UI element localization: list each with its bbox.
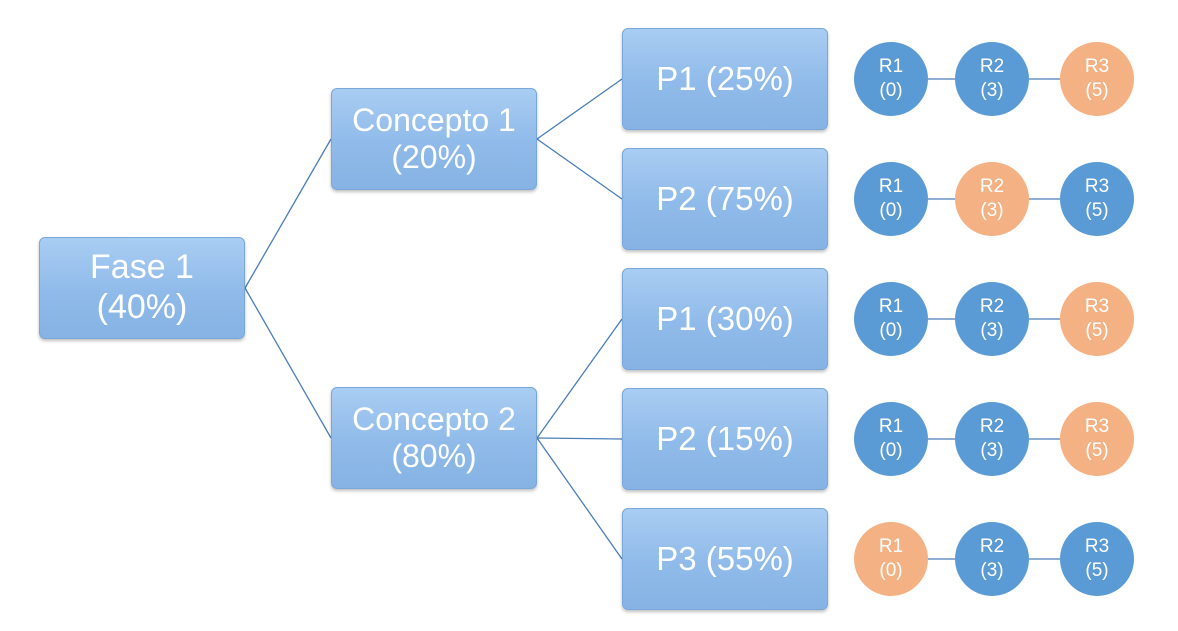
result-value: (3) [980, 560, 1004, 581]
phase-name: Fase 1 [90, 248, 194, 287]
concept-weight: (20%) [391, 139, 477, 175]
result-node-r1: R1(0) [854, 42, 928, 116]
concept-name: Concepto 1 [352, 101, 516, 138]
result-label: R2 [979, 56, 1005, 78]
result-value: (0) [879, 200, 903, 221]
concept-name: Concepto 2 [352, 400, 516, 437]
connector-concept2-p1 [536, 318, 623, 439]
result-node-r3: R3(5) [1060, 522, 1134, 596]
result-label: R3 [1084, 56, 1110, 78]
result-label: R3 [1084, 536, 1110, 558]
param-box-c1-p1: P1 (25%) [622, 28, 828, 130]
result-node-r3: R3(5) [1060, 162, 1134, 236]
connector-concept2-p3 [536, 437, 623, 560]
result-node-r1: R1(0) [854, 282, 928, 356]
result-value: (3) [980, 440, 1004, 461]
param-box-c1-p2: P2 (75%) [622, 148, 828, 250]
result-label: R1 [878, 296, 904, 318]
result-node-r3: R3(5) [1060, 282, 1134, 356]
result-value: (5) [1085, 200, 1109, 221]
param-label: P3 (55%) [656, 539, 794, 577]
result-value: (3) [980, 80, 1004, 101]
result-label: R2 [979, 296, 1005, 318]
param-box-c2-p3: P3 (55%) [622, 508, 828, 610]
result-node-r1: R1(0) [854, 402, 928, 476]
phase-box: Fase 1 (40%) [39, 237, 245, 339]
result-value: (5) [1085, 80, 1109, 101]
phase-weight: (40%) [96, 288, 188, 326]
connector-concept1-p2 [536, 138, 623, 200]
result-value: (5) [1085, 440, 1109, 461]
result-label: R3 [1084, 296, 1110, 318]
result-label: R1 [878, 536, 904, 558]
result-node-r2: R2(3) [955, 522, 1029, 596]
result-value: (3) [980, 320, 1004, 341]
result-label: R2 [979, 176, 1005, 198]
result-node-r2: R2(3) [955, 282, 1029, 356]
result-label: R2 [979, 416, 1005, 438]
result-label: R3 [1084, 416, 1110, 438]
concept-box-2: Concepto 2 (80%) [331, 387, 537, 489]
result-node-r2: R2(3) [955, 162, 1029, 236]
result-value: (0) [879, 320, 903, 341]
result-label: R3 [1084, 176, 1110, 198]
result-label: R2 [979, 536, 1005, 558]
result-node-r2: R2(3) [955, 402, 1029, 476]
param-label: P1 (25%) [656, 59, 794, 97]
connector-concept2-p2 [536, 437, 623, 440]
concept-weight: (80%) [391, 438, 477, 474]
result-label: R1 [878, 176, 904, 198]
result-node-r1: R1(0) [854, 162, 928, 236]
result-label: R1 [878, 416, 904, 438]
param-label: P1 (30%) [656, 299, 794, 337]
result-node-r1: R1(0) [854, 522, 928, 596]
result-value: (5) [1085, 560, 1109, 581]
result-value: (0) [879, 440, 903, 461]
result-value: (0) [879, 80, 903, 101]
result-value: (3) [980, 200, 1004, 221]
result-label: R1 [878, 56, 904, 78]
result-value: (0) [879, 560, 903, 581]
result-value: (5) [1085, 320, 1109, 341]
connector-phase-concept-2 [244, 287, 332, 439]
concept-box-1: Concepto 1 (20%) [331, 88, 537, 190]
result-node-r3: R3(5) [1060, 42, 1134, 116]
result-node-r3: R3(5) [1060, 402, 1134, 476]
connector-phase-concept-1 [244, 138, 332, 289]
param-box-c2-p2: P2 (15%) [622, 388, 828, 490]
connector-concept1-p1 [536, 78, 623, 140]
param-label: P2 (15%) [656, 419, 794, 457]
result-node-r2: R2(3) [955, 42, 1029, 116]
param-box-c2-p1: P1 (30%) [622, 268, 828, 370]
param-label: P2 (75%) [656, 179, 794, 217]
